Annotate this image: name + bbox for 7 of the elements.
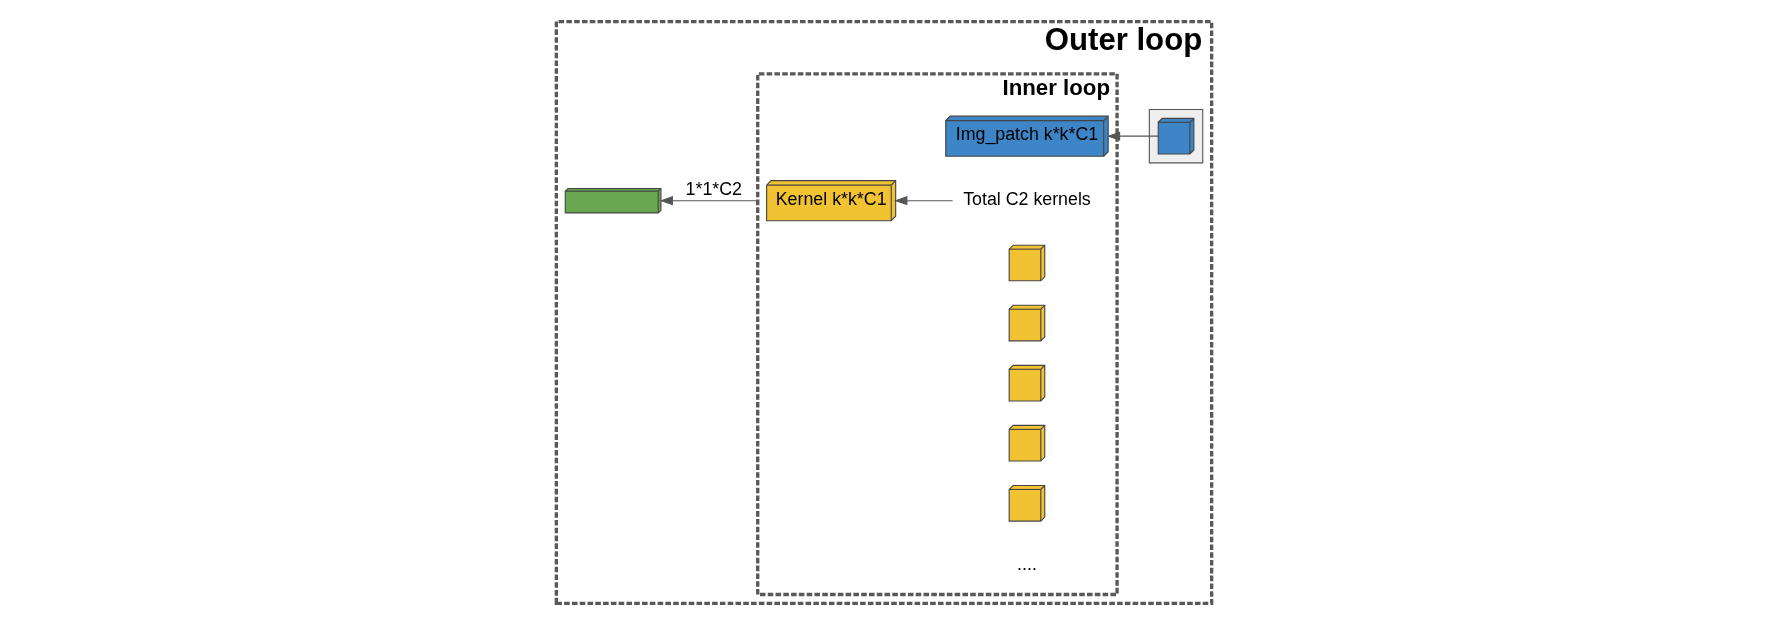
arrow xyxy=(659,196,758,206)
label: .... xyxy=(1016,553,1037,574)
arrow xyxy=(1106,131,1159,141)
node-text: Total C2 kernels xyxy=(962,188,1091,209)
edge-label: 1*1*C2 xyxy=(685,178,742,199)
arrow xyxy=(893,196,953,206)
cluster xyxy=(1148,108,1203,164)
